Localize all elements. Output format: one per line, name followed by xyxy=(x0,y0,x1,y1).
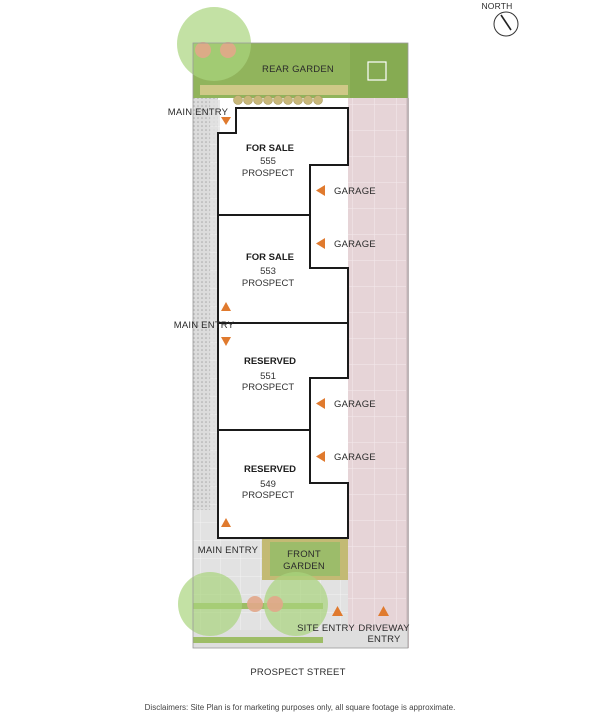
front-hedge xyxy=(193,637,323,643)
front-garden-lawn xyxy=(270,542,340,576)
garage-arrow-2 xyxy=(316,238,325,249)
unit-553-outline xyxy=(217,214,349,324)
rear-hedge-row xyxy=(233,95,323,105)
unit-549-number: 549 xyxy=(260,479,276,490)
north-needle xyxy=(500,14,512,31)
north-compass: NORTH xyxy=(481,1,519,37)
front-garden-label-2: GARDEN xyxy=(283,561,325,572)
garage-label-4: GARAGE xyxy=(334,452,376,463)
unit-551-number: 551 xyxy=(260,371,276,382)
building-footprints xyxy=(217,107,349,539)
garage-label-1: GARAGE xyxy=(334,186,376,197)
unit-551-street: PROSPECT xyxy=(242,382,294,393)
rear-garden-path xyxy=(200,85,348,95)
unit-549-street: PROSPECT xyxy=(242,490,294,501)
front-tree-shrub-1 xyxy=(247,596,263,612)
front-tree-canopy-1 xyxy=(178,572,242,636)
unit-553-street: PROSPECT xyxy=(242,278,294,289)
disclaimer: Disclaimers: Site Plan is for marketing … xyxy=(144,703,456,712)
rear-tree-shrub-1 xyxy=(195,42,211,58)
front-tree-canopy-2 xyxy=(264,572,328,636)
main-entry-arrow-mid-up xyxy=(221,302,231,311)
site-entry-label: SITE ENTRY xyxy=(297,623,355,634)
west-walkway-inner xyxy=(210,100,220,510)
garage-arrow-3 xyxy=(316,398,325,409)
rear-tree-canopy xyxy=(177,7,251,81)
unit-555-status: FOR SALE xyxy=(246,143,294,154)
unit-553-number: 553 xyxy=(260,266,276,277)
driveway-entry-label-1: DRIVEWAY xyxy=(358,623,410,634)
front-garden-label-1: FRONT xyxy=(287,549,321,560)
unit-549-outline xyxy=(217,429,349,539)
street-label: PROSPECT STREET xyxy=(250,667,345,678)
garage-arrow-4 xyxy=(316,451,325,462)
main-entry-arrow-top xyxy=(221,117,231,125)
site-boundary xyxy=(192,42,409,649)
driveway-entry-arrow xyxy=(378,606,389,616)
main-entry-label-top: MAIN ENTRY xyxy=(168,107,229,118)
garage-arrow-1 xyxy=(316,185,325,196)
garage-label-2: GARAGE xyxy=(334,239,376,250)
entry-arrows xyxy=(221,117,389,616)
main-entry-arrow-mid-down xyxy=(221,337,231,346)
driveway-edge xyxy=(406,98,409,648)
front-tree-shrub-2 xyxy=(267,596,283,612)
unit-553-status: FOR SALE xyxy=(246,252,294,263)
north-label: NORTH xyxy=(481,1,512,11)
garage-label-3: GARAGE xyxy=(334,399,376,410)
rear-garden-label: REAR GARDEN xyxy=(262,64,334,75)
main-entry-arrow-bottom xyxy=(221,518,231,527)
unit-555-street: PROSPECT xyxy=(242,168,294,179)
driveway-entry-label-2: ENTRY xyxy=(367,634,400,645)
rear-garden-plot xyxy=(367,61,387,81)
main-entry-label-bottom: MAIN ENTRY xyxy=(198,545,259,556)
site-entry-arrow xyxy=(332,606,343,616)
north-arrow-icon xyxy=(493,11,519,37)
rear-tree-shrub-2 xyxy=(220,42,236,58)
main-entry-label-middle: MAIN ENTRY xyxy=(174,320,235,331)
unit-555-outline xyxy=(217,107,349,216)
unit-555-number: 555 xyxy=(260,156,276,167)
rear-garden-lawn-side xyxy=(350,43,408,98)
unit-551-outline xyxy=(217,322,349,431)
unit-549-status: RESERVED xyxy=(244,464,296,475)
driveway xyxy=(348,98,408,648)
unit-551-status: RESERVED xyxy=(244,356,296,367)
